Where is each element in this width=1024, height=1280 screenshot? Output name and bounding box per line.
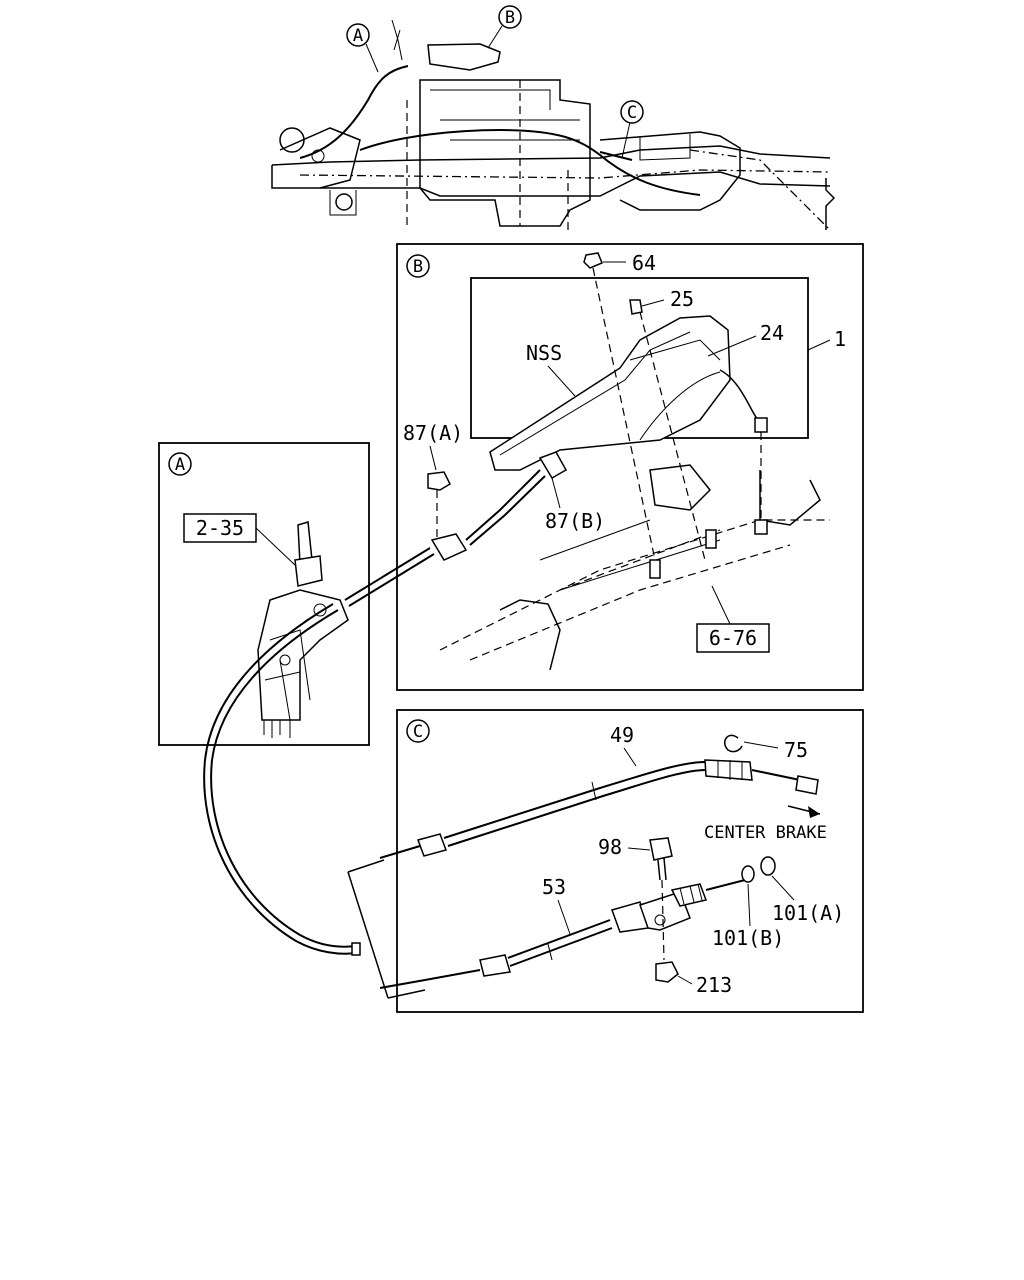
label-center-brake: CENTER BRAKE <box>704 823 827 843</box>
label-part-1: 1 <box>834 327 846 351</box>
svg-text:C: C <box>413 722 423 742</box>
label-part-87a: 87(A) <box>403 421 463 445</box>
label-part-24: 24 <box>760 321 784 345</box>
label-part-53: 53 <box>542 875 566 899</box>
label-part-75: 75 <box>784 738 808 762</box>
label-part-213: 213 <box>696 973 732 997</box>
svg-text:B: B <box>413 257 423 277</box>
label-part-25: 25 <box>670 287 694 311</box>
label-part-87b: 87(B) <box>545 509 605 533</box>
label-part-101a: 101(A) <box>772 901 844 925</box>
callout-b-top: B <box>498 5 522 29</box>
front-cable <box>203 547 435 956</box>
callout-c-top: C <box>620 100 644 124</box>
svg-text:A: A <box>353 26 363 46</box>
svg-text:B: B <box>505 8 515 28</box>
label-part-101b: 101(B) <box>712 926 784 950</box>
callout-a-top: A <box>346 23 370 47</box>
svg-text:A: A <box>175 455 185 475</box>
label-part-64: 64 <box>632 251 656 275</box>
svg-text:6-76: 6-76 <box>709 626 757 650</box>
reference-6-76: 6-76 <box>696 585 770 653</box>
label-nss: NSS <box>526 341 562 365</box>
detail-panel-c: C <box>347 709 864 1013</box>
label-part-49: 49 <box>610 723 634 747</box>
detail-panel-b: B <box>396 243 864 691</box>
detail-panel-a: A <box>158 442 370 746</box>
reference-2-35: 2-35 <box>183 513 297 567</box>
label-part-98: 98 <box>598 835 622 859</box>
vehicle-frame-overview <box>271 19 836 231</box>
svg-text:C: C <box>627 103 637 123</box>
svg-text:2-35: 2-35 <box>196 516 244 540</box>
